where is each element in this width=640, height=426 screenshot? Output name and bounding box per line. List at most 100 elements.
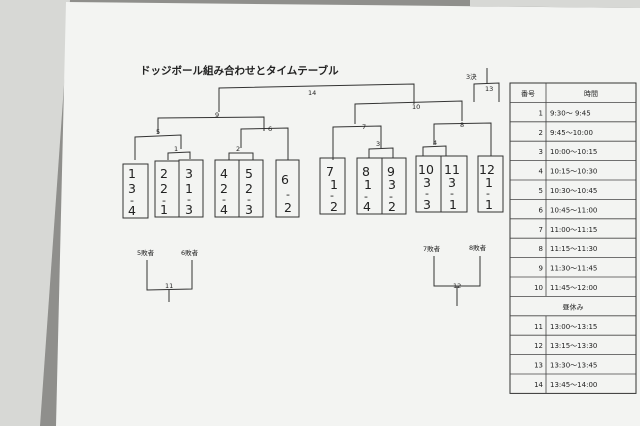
- match-14: 14: [308, 89, 316, 97]
- svg-text:2: 2: [245, 181, 253, 196]
- timetable-row-time: 13:15～13:30: [550, 342, 597, 350]
- timetable-row-number: 4: [539, 168, 544, 176]
- background-paper-top: [470, 0, 640, 8]
- svg-text:4: 4: [220, 166, 228, 181]
- team-box-1: 1 3 - 4: [122, 163, 149, 219]
- svg-text:-: -: [286, 188, 290, 201]
- background-paper: [0, 0, 70, 426]
- timetable-row-time: 11:45～12:00: [550, 284, 597, 292]
- timetable-row-number: 5: [539, 187, 543, 195]
- svg-text:1: 1: [330, 177, 338, 192]
- svg-text:2: 2: [160, 166, 168, 181]
- timetable-row-time: 9:45～10:00: [550, 129, 593, 137]
- svg-text:-: -: [130, 194, 134, 207]
- svg-text:3: 3: [423, 197, 431, 212]
- match-7: 7: [362, 123, 366, 131]
- svg-text:2: 2: [220, 181, 228, 196]
- timetable-row-number: 9: [539, 265, 543, 273]
- timetable-row-number: 11: [534, 323, 543, 331]
- svg-text:4: 4: [220, 202, 228, 217]
- bracket-lines: [134, 68, 500, 306]
- team-box-9: 9 3 - 2: [381, 157, 407, 215]
- match-2: 2: [236, 145, 240, 153]
- paper-sheet: [56, 2, 640, 426]
- svg-text:2: 2: [160, 181, 168, 196]
- timetable-row-time: 10:15～10:30: [550, 168, 597, 176]
- timetable-row-number: 6: [539, 206, 544, 214]
- svg-text:3: 3: [185, 202, 193, 217]
- svg-text:1: 1: [364, 177, 372, 192]
- page-title: ドッジボール組み合わせとタイムテーブル: [140, 64, 339, 77]
- svg-text:5: 5: [245, 166, 253, 181]
- svg-text:12: 12: [479, 162, 495, 177]
- timetable-header-time: 時間: [584, 90, 598, 98]
- svg-text:11: 11: [444, 162, 460, 177]
- timetable-row-time: 10:30～10:45: [550, 187, 597, 195]
- match-8: 8: [460, 121, 464, 129]
- match-10: 10: [412, 103, 420, 111]
- team-box-7: 7 1 - 2: [319, 157, 346, 215]
- svg-text:1: 1: [485, 197, 493, 212]
- timetable-row-time: 13:30～13:45: [550, 362, 597, 370]
- team-box-12: 12 1 - 1: [477, 155, 504, 213]
- svg-text:1: 1: [128, 166, 136, 181]
- timetable-row-time: 11:00～11:15: [550, 226, 597, 234]
- timetable-row-number: 14: [534, 381, 543, 389]
- svg-text:4: 4: [363, 199, 371, 214]
- timetable-row-number: 12: [534, 342, 543, 350]
- timetable-row-number: 8: [539, 245, 543, 253]
- loser-6-label: 6敗者: [181, 248, 199, 257]
- svg-text:-: -: [162, 194, 166, 207]
- svg-text:8: 8: [362, 164, 370, 179]
- match-1: 1: [174, 145, 178, 153]
- svg-text:3: 3: [245, 202, 253, 217]
- timetable-row-number: 10: [534, 284, 543, 292]
- match-9: 9: [215, 111, 219, 119]
- loser-8-label: 8敗者: [469, 243, 487, 252]
- timetable-row-number: 13: [534, 362, 543, 370]
- timetable-header-no: 番号: [521, 90, 535, 98]
- team-box-5: 5 2 - 3: [238, 159, 264, 218]
- team-box-11: 11 3 - 1: [440, 155, 468, 213]
- svg-text:2: 2: [330, 199, 338, 214]
- timetable-row-number: 2: [539, 129, 543, 137]
- svg-text:-: -: [450, 187, 454, 200]
- svg-text:-: -: [486, 187, 490, 200]
- svg-text:-: -: [425, 187, 429, 200]
- svg-text:4: 4: [128, 203, 136, 218]
- svg-text:6: 6: [281, 172, 289, 187]
- svg-text:3: 3: [128, 181, 136, 196]
- match-11: 11: [165, 282, 173, 290]
- svg-text:10: 10: [418, 162, 434, 177]
- svg-text:3: 3: [448, 175, 456, 190]
- loser-5-label: 5敗者: [137, 248, 155, 257]
- svg-text:1: 1: [185, 181, 193, 196]
- svg-text:2: 2: [388, 199, 396, 214]
- timetable-row-time: 13:00～13:15: [550, 323, 597, 331]
- timetable-row-time: 13:45～14:00: [550, 381, 597, 389]
- svg-text:9: 9: [387, 164, 395, 179]
- timetable-row-number: 3: [539, 148, 543, 156]
- svg-text:3: 3: [423, 175, 431, 190]
- match-4: 4: [433, 139, 437, 147]
- svg-text:2: 2: [284, 200, 292, 215]
- svg-text:1: 1: [160, 202, 168, 217]
- timetable-row-time: 9:30～ 9:45: [550, 109, 591, 117]
- match-12: 12: [453, 282, 461, 290]
- timetable-row-time: 11:15～11:30: [550, 245, 597, 253]
- svg-text:-: -: [364, 190, 368, 203]
- svg-text:-: -: [389, 190, 393, 203]
- svg-text:1: 1: [485, 175, 493, 190]
- match-6: 6: [268, 125, 272, 133]
- match-numbers: 14 9 10 5 6 7 8 1 2 3 4 3決 13 5敗者 6敗者 11…: [137, 72, 493, 290]
- timetable-row-number: 7: [539, 226, 543, 234]
- third-place-label: 3決: [466, 72, 477, 81]
- match-13: 13: [485, 85, 493, 93]
- match-5: 5: [156, 128, 160, 136]
- svg-text:-: -: [330, 189, 334, 202]
- svg-text:-: -: [187, 193, 191, 206]
- loser-7-label: 7敗者: [423, 244, 441, 253]
- team-box-3: 3 1 - 3: [178, 159, 204, 218]
